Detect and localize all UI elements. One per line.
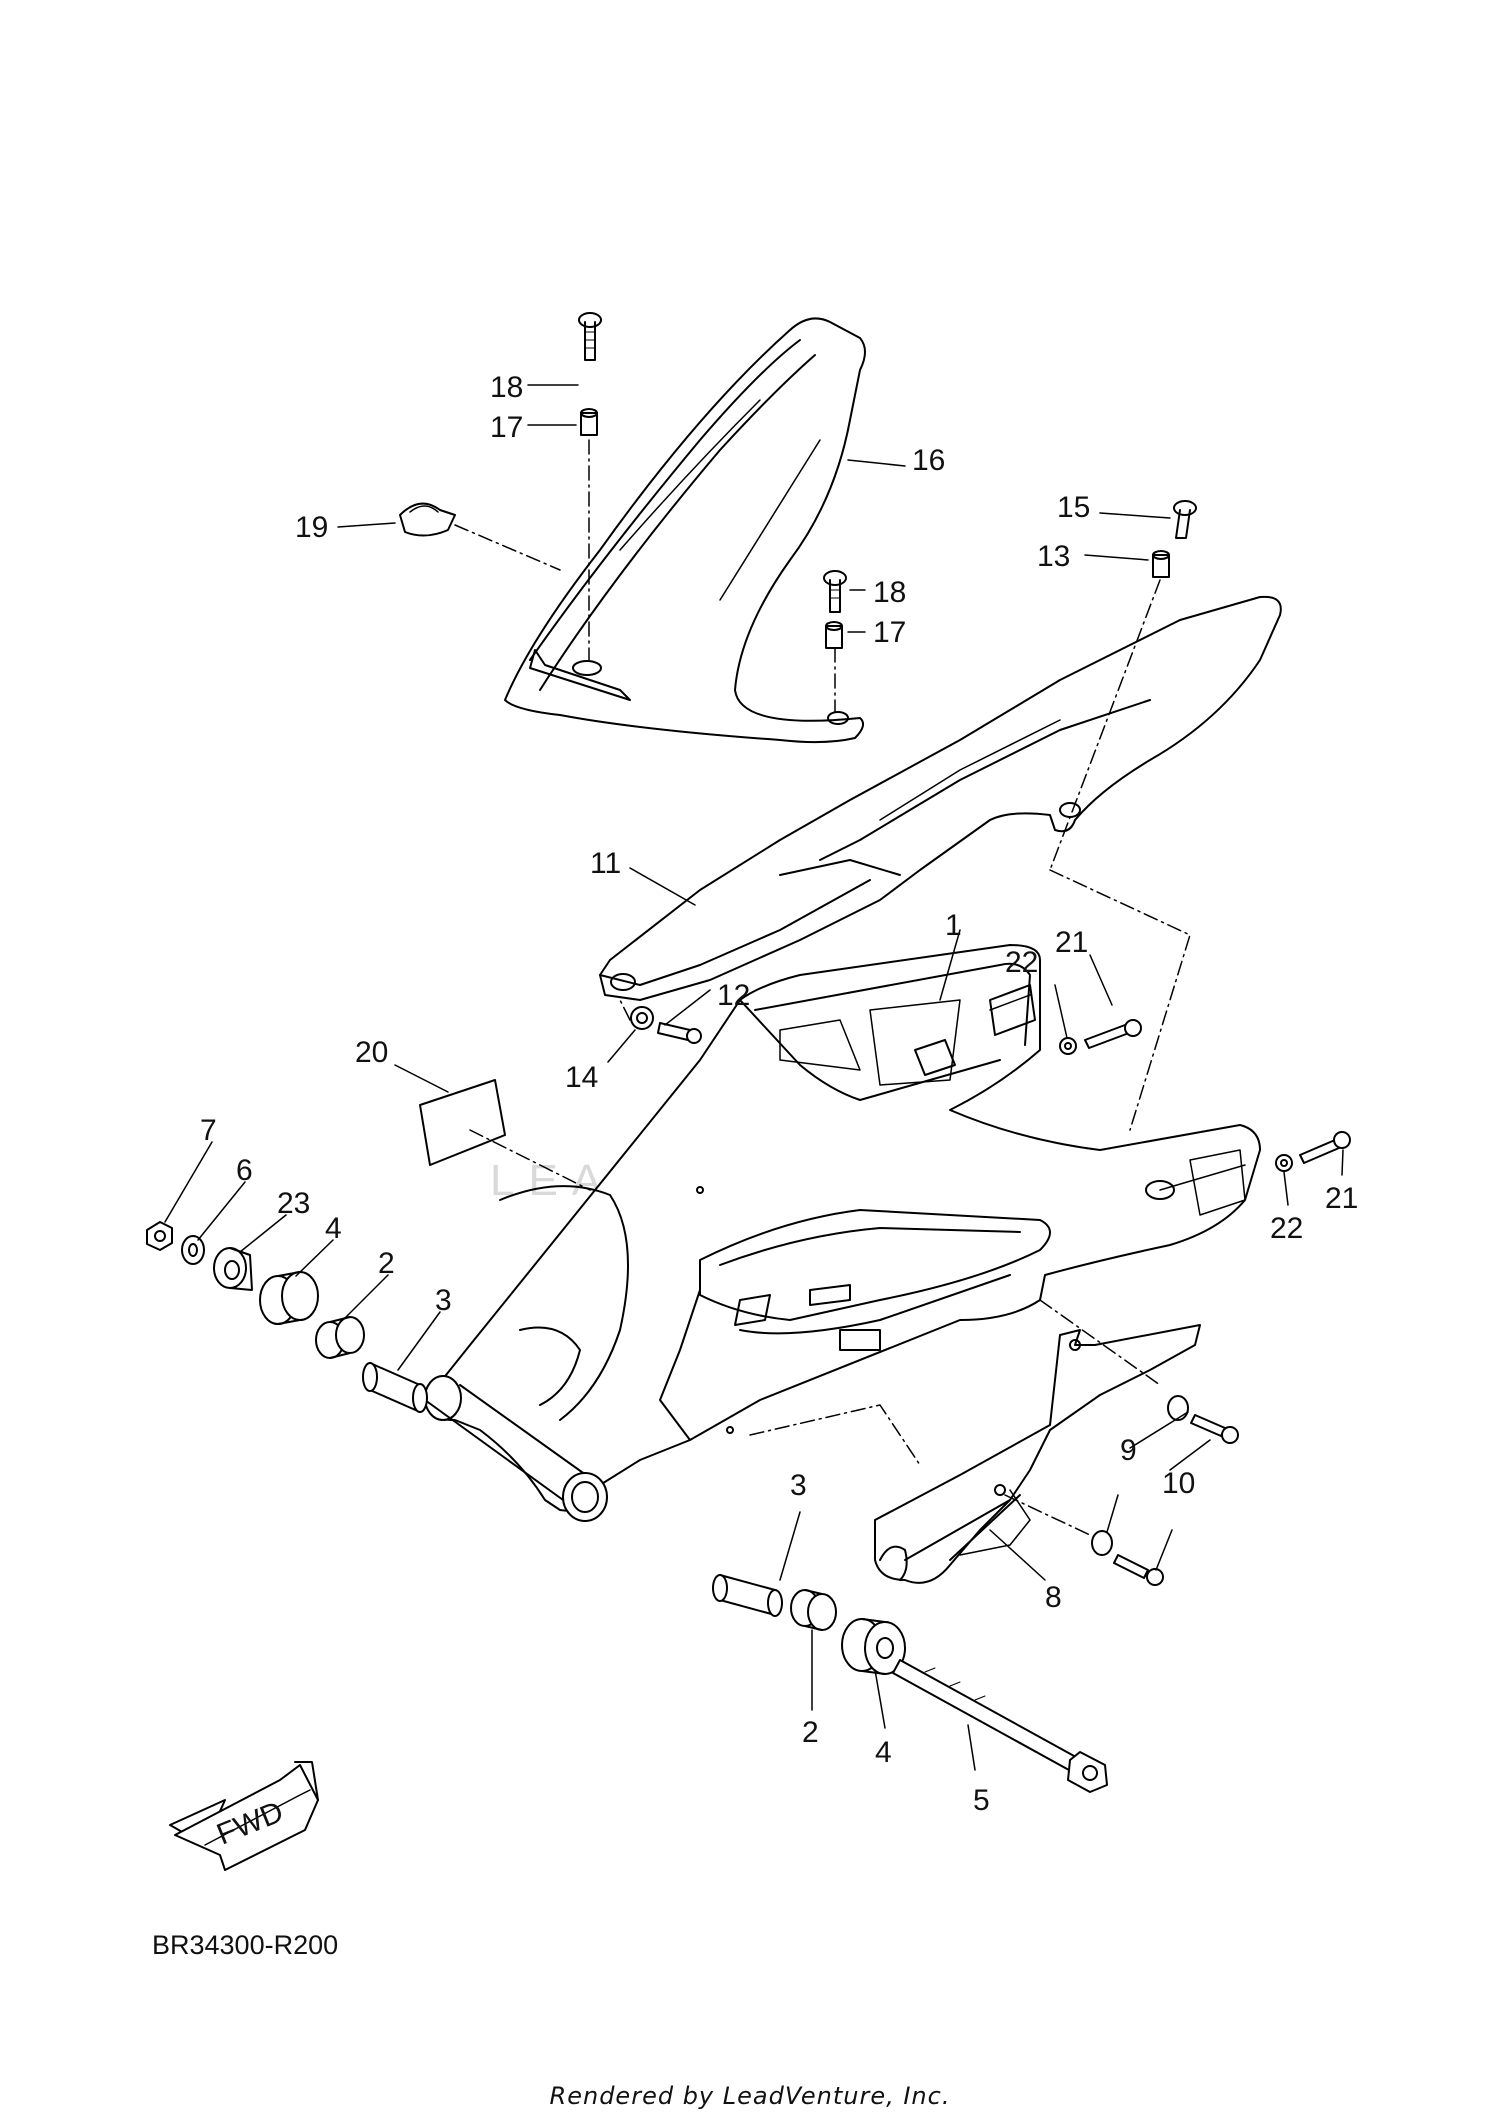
callout-4-lower: 4 <box>875 1736 892 1769</box>
callout-3-left: 3 <box>435 1284 452 1317</box>
callout-15: 15 <box>1057 491 1090 524</box>
bearing-part-2-lower <box>790 1589 837 1631</box>
bearing-part-2-left <box>315 1316 365 1359</box>
washer-part-22-right <box>1275 1154 1293 1172</box>
assembly-lines <box>454 439 1191 1536</box>
callout-21-upper: 21 <box>1055 926 1088 959</box>
bolt-part-10-lower <box>1113 1554 1164 1586</box>
bolt-part-12 <box>657 1022 702 1044</box>
callout-4-left: 4 <box>325 1212 342 1245</box>
callout-2-lower: 2 <box>802 1716 819 1749</box>
callout-21-right: 21 <box>1325 1182 1358 1215</box>
callout-3-lower: 3 <box>790 1469 807 1502</box>
screw-part-18-top <box>578 312 602 361</box>
callout-10: 10 <box>1162 1467 1195 1500</box>
collar-part-3-left <box>362 1362 428 1413</box>
collar-part-13 <box>1152 550 1170 578</box>
seal-part-4-left <box>259 1271 319 1325</box>
diagram-code: BR34300-R200 <box>152 1930 339 1960</box>
callout-11: 11 <box>590 847 621 880</box>
callout-18-top: 18 <box>490 371 523 404</box>
rear-fender-part-16 <box>504 317 866 744</box>
cap-part-23 <box>213 1247 253 1291</box>
callout-17-top: 17 <box>490 411 523 444</box>
callout-12: 12 <box>717 979 750 1012</box>
callout-23: 23 <box>277 1187 310 1220</box>
pivot-shaft-part-5 <box>892 1659 1108 1793</box>
callout-13: 13 <box>1037 540 1070 573</box>
callout-17-mid: 17 <box>873 616 906 649</box>
bolt-part-21-right <box>1299 1131 1351 1164</box>
collar-part-9-lower <box>1091 1530 1113 1556</box>
washer-part-6 <box>181 1235 205 1265</box>
screw-part-18-mid <box>823 570 847 613</box>
callout-14: 14 <box>565 1061 598 1094</box>
callout-20: 20 <box>355 1036 388 1069</box>
bolt-part-10-upper <box>1190 1414 1239 1444</box>
washer-part-22-upper <box>1059 1037 1077 1055</box>
leader-lines <box>164 384 1344 1771</box>
callout-6: 6 <box>236 1154 253 1187</box>
bolt-part-21-upper <box>1084 1019 1142 1049</box>
screw-part-15 <box>1173 500 1197 539</box>
collar-part-17-mid <box>825 621 843 649</box>
nut-part-14 <box>630 1006 654 1030</box>
callout-9-upper: 9 <box>1120 1434 1137 1467</box>
swingarm-part-1 <box>424 944 1261 1522</box>
callout-1: 1 <box>945 909 962 942</box>
collar-part-3-lower <box>712 1574 783 1617</box>
nut-part-7 <box>146 1221 173 1251</box>
callout-5: 5 <box>973 1784 990 1817</box>
collar-part-17-top <box>580 408 598 436</box>
collar-part-9-upper <box>1167 1395 1189 1421</box>
callout-19: 19 <box>295 511 328 544</box>
callout-2-left: 2 <box>378 1247 395 1280</box>
callout-16: 16 <box>912 444 945 477</box>
clip-part-19 <box>399 502 456 537</box>
callout-8: 8 <box>1045 1581 1062 1614</box>
chain-guide-part-8 <box>874 1324 1201 1584</box>
callout-18-mid: 18 <box>873 576 906 609</box>
render-credit: Rendered by LeadVenture, Inc. <box>549 2082 951 2110</box>
label-sticker-part-20 <box>419 1079 506 1166</box>
callout-22-right: 22 <box>1270 1212 1303 1245</box>
fwd-arrow-icon: FWD <box>169 1761 319 1871</box>
callout-7: 7 <box>200 1114 217 1147</box>
callout-22-upper: 22 <box>1005 946 1038 979</box>
chain-case-part-11 <box>599 595 1282 1001</box>
seal-part-4-lower <box>841 1618 906 1675</box>
